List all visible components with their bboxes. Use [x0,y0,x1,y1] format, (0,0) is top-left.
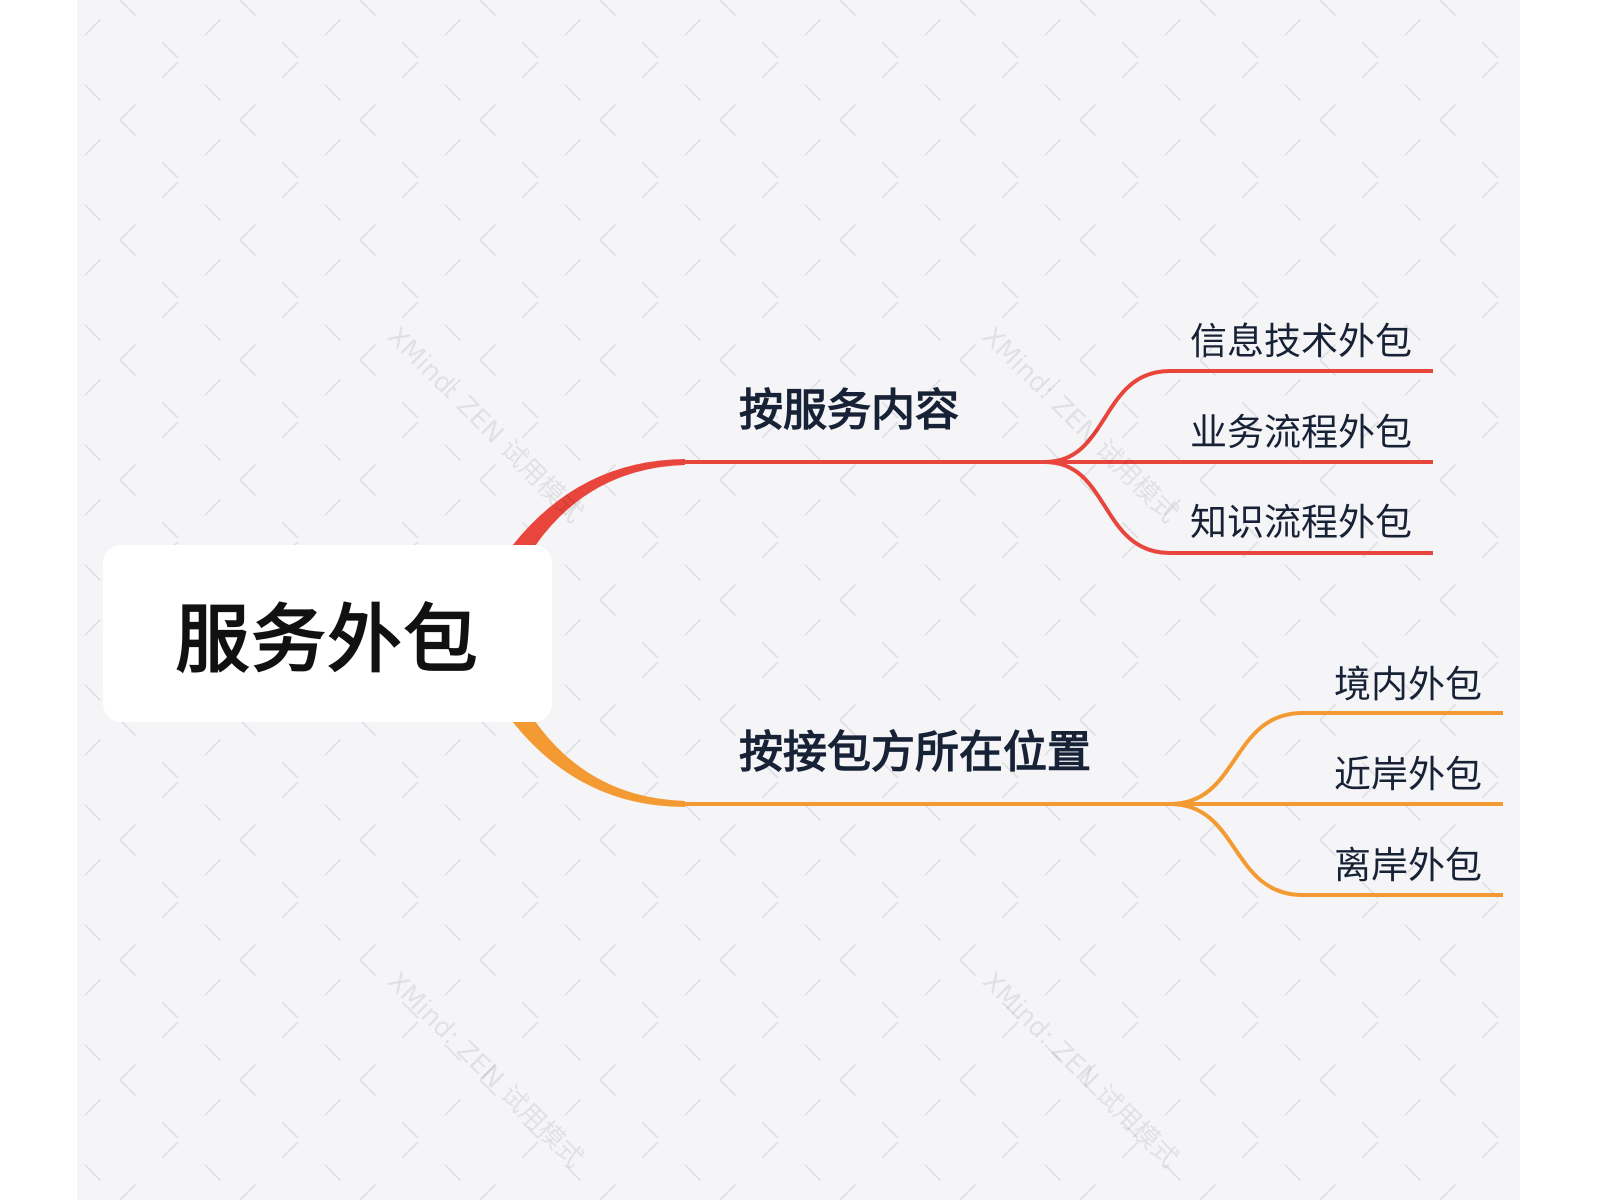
sub-connector [1169,802,1503,897]
sub-connector [1044,460,1433,555]
subtopic[interactable]: 知识流程外包 [1190,501,1412,544]
subtopic[interactable]: 境内外包 [1334,663,1482,706]
sub-connector [1169,711,1503,806]
subtopic[interactable]: 业务流程外包 [1190,411,1412,454]
central-topic[interactable]: 服务外包 [103,545,552,722]
subtopic[interactable]: 信息技术外包 [1190,320,1412,363]
branch-connector-location [512,721,685,807]
main-topic-service-content[interactable]: 按服务内容 [739,385,959,436]
central-topic-label: 服务外包 [175,597,480,683]
sub-connector [1044,369,1433,464]
main-topic-location[interactable]: 按接包方所在位置 [739,727,1091,778]
subtopic[interactable]: 近岸外包 [1334,753,1482,796]
subtopic[interactable]: 离岸外包 [1334,844,1482,887]
branch-connector-service-content [512,459,685,546]
